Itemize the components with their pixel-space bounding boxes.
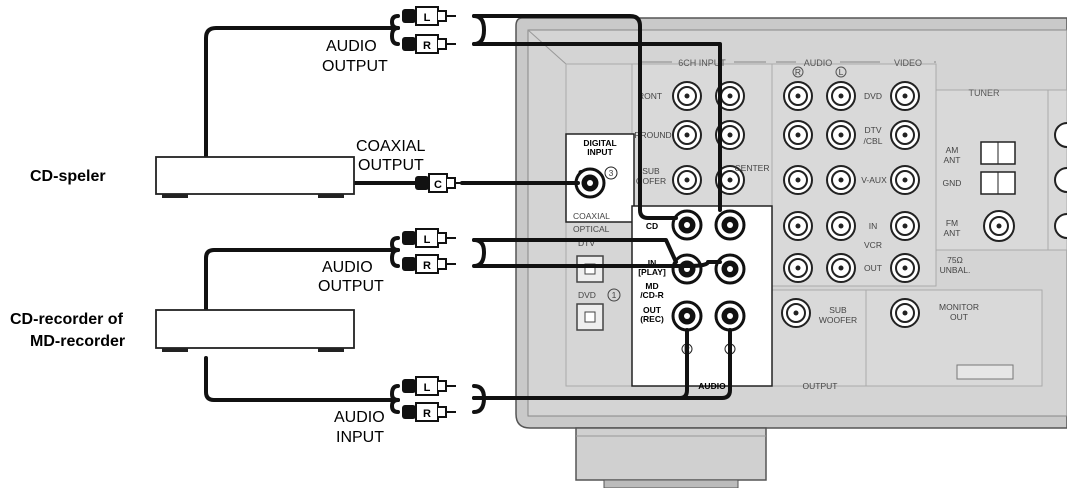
rec-audio-output-label-1: AUDIO — [322, 259, 373, 276]
audio-l-label: L — [839, 67, 844, 77]
plug-letter-l: L — [424, 12, 431, 24]
coaxial-output-label-1: COAXIAL — [356, 138, 425, 155]
video-header-label: VIDEO — [894, 58, 922, 68]
plug-letter-l: L — [424, 234, 431, 246]
rec-in-cable-right-run — [472, 328, 732, 400]
cd-audio-cable-left-run — [472, 14, 678, 220]
rec-in-plug-l: L — [402, 376, 456, 396]
rec-in-loop-2 — [390, 398, 400, 414]
cables — [204, 14, 732, 414]
monitor-out-label: OUT — [950, 312, 968, 322]
front-label: RONT — [638, 91, 662, 101]
sub-woofer-label-2: WOOFER — [819, 315, 857, 325]
ohm-label: 75Ω — [947, 255, 963, 265]
cd-player-label: CD-speler — [30, 168, 106, 185]
md-in-label: IN — [648, 258, 657, 268]
rec-in-plug-r: R — [402, 402, 456, 422]
jack-grid — [672, 81, 1067, 328]
am-label: AM — [946, 145, 959, 155]
optical-1-label: 1 — [612, 290, 617, 300]
md-audio-group-label: AUDIO — [698, 381, 726, 391]
receiver-back-panel — [515, 17, 1067, 489]
center-label: CENTER — [735, 163, 770, 173]
cd-audio-cable-right-run — [472, 42, 722, 212]
digital-input-box: DIGITAL INPUT CD 3 COAXIAL OPTICAL DTV D… — [573, 138, 621, 331]
rec-out-out-loop — [472, 238, 722, 268]
recorder-label-line2: MD-recorder — [30, 333, 125, 350]
surround-label: RROUND — [634, 130, 671, 140]
vcr-in-label: IN — [869, 221, 878, 231]
tuner-label: TUNER — [969, 88, 1000, 98]
md-label: MD — [645, 281, 658, 291]
rec-in-loop — [390, 384, 400, 402]
cd-audio-plug-l: L — [402, 6, 456, 26]
cd-audio-output-label-1: AUDIO — [326, 38, 377, 55]
six-ch-input-label: 6CH INPUT — [678, 58, 726, 68]
output-label: OUTPUT — [803, 381, 838, 391]
vaux-label: V-AUX — [861, 175, 887, 185]
audio-header-label: AUDIO — [804, 58, 833, 68]
cd-audio-loop-2 — [390, 26, 400, 46]
fm-label: FM — [946, 218, 958, 228]
monitor-label: MONITOR — [939, 302, 979, 312]
digital-input-label: INPUT — [587, 147, 613, 157]
fm-ant-label: ANT — [944, 228, 961, 238]
recorder-label-line1: CD-recorder of — [10, 311, 124, 328]
plug-letter-c: C — [434, 179, 442, 191]
digital-3-label: 3 — [609, 168, 614, 178]
cd-player-device — [155, 156, 355, 198]
panel-labels: RONT RROUND SUB OOFER CENTER DVD DTV /CB… — [634, 91, 979, 391]
woofer-label: OOFER — [636, 176, 666, 186]
coaxial-output-label-2: OUTPUT — [358, 157, 424, 174]
rec-out-plug-l: L — [402, 228, 456, 248]
sub-woofer-label-1: SUB — [829, 305, 847, 315]
cd-audio-plug-r: R — [402, 34, 456, 54]
plugs: L R C L R — [402, 6, 462, 422]
cd-audio-cable — [204, 26, 400, 159]
am-ant-label: ANT — [944, 155, 961, 165]
cd-audio-output-label-2: OUTPUT — [322, 58, 388, 75]
cbl-label: /CBL — [864, 136, 883, 146]
optical-label: OPTICAL — [573, 224, 610, 234]
md-cd-label: CD — [646, 221, 658, 231]
optical-dvd-label: DVD — [578, 290, 596, 300]
coax-plug: C — [415, 173, 462, 193]
vcr-out-label: OUT — [864, 263, 882, 273]
md-out-label: OUT — [643, 305, 662, 315]
panel-headers: 6CH INPUT AUDIO VIDEO R L TUNER — [640, 58, 1000, 98]
rec-in-out-loop — [472, 384, 486, 414]
vcr-label: VCR — [864, 240, 882, 250]
plug-letter-r: R — [423, 260, 431, 272]
unbal-label: UNBAL. — [940, 265, 971, 275]
digital-label: DIGITAL — [583, 138, 616, 148]
cdr-label: /CD-R — [640, 290, 664, 300]
rec-out-plug-r: R — [402, 254, 456, 274]
md-rec-label: (REC) — [640, 314, 664, 324]
coaxial-label: COAXIAL — [573, 211, 610, 221]
rec-audio-input-label-1: AUDIO — [334, 409, 385, 426]
rec-out-cable-left-run — [472, 238, 678, 264]
recorder-device — [155, 309, 355, 352]
rec-out-loop-2 — [390, 248, 400, 268]
audio-r-label: R — [795, 67, 801, 77]
gnd-label: GND — [943, 178, 962, 188]
dvd-label: DVD — [864, 91, 882, 101]
rec-in-cable — [204, 356, 400, 402]
plug-letter-l: L — [424, 382, 431, 394]
rec-audio-input-label-2: INPUT — [336, 429, 384, 446]
cd-audio-out-loop — [472, 14, 486, 46]
dtv-label: DTV — [865, 125, 882, 135]
md-play-label: [PLAY] — [638, 267, 666, 277]
rec-audio-output-label-2: OUTPUT — [318, 278, 384, 295]
optical-dtv-label: DTV — [578, 238, 595, 248]
plug-letter-r: R — [423, 408, 431, 420]
plug-letter-r: R — [423, 40, 431, 52]
rec-out-cable — [204, 248, 400, 334]
sub-label: SUB — [642, 166, 660, 176]
